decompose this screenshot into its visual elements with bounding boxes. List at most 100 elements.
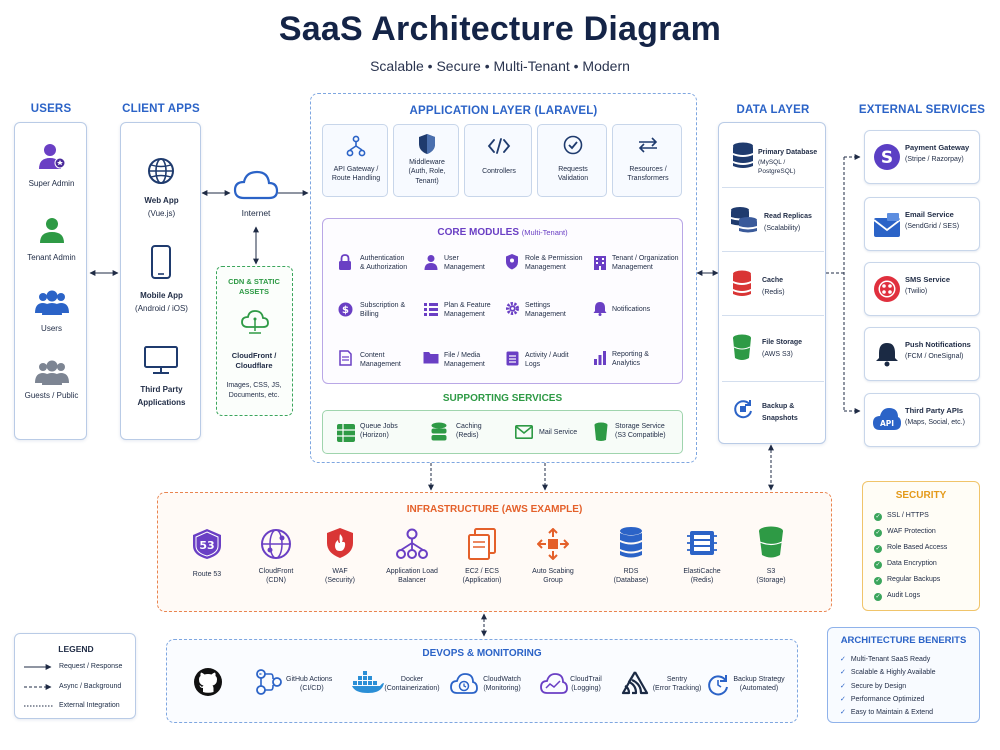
dollar-icon: $: [338, 302, 353, 317]
middleware-l3: Tenant): [415, 177, 439, 185]
s3-icon: [759, 526, 783, 558]
middleware-l2: (Auth, Role,: [408, 168, 446, 176]
file-storage-l2: (AWS S3): [762, 351, 793, 358]
security-item-audit-label: Audit Logs: [887, 592, 921, 599]
devops-cloudtrail-l2: (Logging): [571, 685, 601, 693]
push-notifications-l2: (FCM / OneSignal): [905, 353, 964, 360]
checkmark-icon: ✓: [840, 696, 846, 703]
security-item-audit: ✓Audit Logs: [874, 592, 920, 601]
users-icon: [35, 290, 69, 315]
backup-refresh-icon: [734, 400, 752, 419]
module-content-l2: Management: [360, 361, 401, 369]
benefit-item-5: ✓Easy to Maintain & Extend: [840, 708, 933, 716]
middleware-l1: Middleware: [409, 159, 445, 166]
super-admin-icon: [39, 144, 66, 169]
check-icon: ✓: [874, 577, 882, 585]
controllers-card: Controllers: [464, 124, 532, 197]
file-storage-l1: File Storage: [762, 339, 803, 346]
third-party-sub: Applications: [137, 398, 186, 407]
sms-service-l2: (Twilio): [905, 288, 928, 295]
user-super-admin: Super Admin: [28, 179, 75, 188]
read-replicas-l1: Read Replicas: [764, 213, 812, 220]
cdn-name-2: Cloudflare: [235, 361, 273, 371]
read-replicas-l2: (Scalability): [764, 225, 801, 232]
legend-panel: LEGEND Request / Response Async / Backgr…: [14, 633, 136, 719]
benefit-item-2-label: Scalable & Highly Available: [850, 669, 936, 676]
bucket-icon: [594, 422, 608, 441]
folder-icon: [423, 352, 439, 364]
push-bell-icon: [876, 343, 898, 367]
infra-cloudfront-l1: CloudFront: [258, 568, 294, 575]
third-party-apis-card: API Third Party APIs (Maps, Social, etc.…: [864, 393, 980, 447]
mobile-app-label: Mobile App: [140, 291, 183, 300]
module-user-l2: Management: [444, 264, 485, 272]
legend-line-samples: [24, 664, 53, 707]
sentry-icon: [621, 671, 649, 695]
svg-text:$: $: [342, 305, 349, 316]
module-file-l2: Management: [444, 361, 485, 369]
redis-cache-icon: [733, 270, 751, 296]
infra-elasticache-l2: (Redis): [690, 577, 714, 585]
waf-icon: [327, 528, 353, 558]
support-storage-l1: Storage Service: [615, 423, 665, 430]
cdn-cloud-icon: [241, 310, 269, 334]
sms-service-l1: SMS Service: [905, 275, 951, 284]
infra-s3-l1: S3: [766, 568, 776, 575]
mobile-phone-icon: [151, 245, 171, 279]
guests-icon: [35, 360, 69, 385]
sms-service-card: SMS Service (Twilio): [864, 262, 980, 316]
data-layer-heading: DATA LAYER: [736, 104, 810, 116]
cache-l2: (Redis): [762, 289, 785, 296]
user-icon: [424, 255, 438, 270]
payment-gateway-l2: (Stripe / Razorpay): [905, 156, 964, 163]
page-title: SaaS Architecture Diagram: [278, 10, 722, 48]
benefit-item-1-label: Multi-Tenant SaaS Ready: [850, 656, 931, 663]
svg-text:S: S: [881, 148, 893, 168]
mail-icon: [515, 425, 533, 439]
check-icon: ✓: [874, 545, 882, 553]
benefit-item-3-label: Secure by Design: [850, 683, 907, 690]
requests-validation-card: Requests Validation: [537, 124, 607, 197]
security-item-waf-label: WAF Protection: [887, 528, 936, 535]
push-notifications-card: Push Notifications (FCM / OneSignal): [864, 327, 980, 381]
core-modules-panel: [322, 218, 683, 384]
infra-route53-l1: Route 53: [192, 571, 222, 578]
devops-github-actions-l2: (CI/CD): [300, 685, 324, 693]
email-service-l2: (SendGrid / SES): [905, 223, 960, 230]
devops-heading: DEVOPS & MONITORING: [422, 648, 542, 659]
devops-cloudwatch-l2: (Monitoring): [483, 685, 521, 693]
module-activity-l2: Logs: [525, 361, 541, 369]
middleware-card: Middleware (Auth, Role, Tenant): [393, 124, 459, 197]
cdn-name-1: CloudFront /: [231, 351, 277, 360]
cache-card: Cache (Redis): [722, 254, 824, 316]
infra-asg-l1: Auto Scabing: [532, 568, 574, 575]
document-icon: [339, 350, 352, 366]
replica-database-icon: [731, 207, 757, 233]
devops-github-actions-l1: GitHub Actions: [286, 676, 333, 683]
requests-l2: Validation: [557, 175, 589, 183]
user-guests: Guests / Public: [24, 391, 79, 400]
clipboard-icon: [506, 351, 519, 366]
twilio-icon: [874, 276, 900, 302]
third-party-apis-l1: Third Party APIs: [905, 406, 964, 415]
module-subscription-l1: Subscription &: [360, 302, 406, 309]
module-settings-l2: Management: [525, 311, 566, 319]
module-plan-l2: Management: [444, 311, 485, 319]
api-gateway-l1: API Gateway /: [333, 166, 379, 173]
security-item-encryption: ✓Data Encryption: [874, 560, 937, 569]
swap-arrows-icon: [638, 137, 658, 153]
infra-waf-l1: WAF: [332, 568, 348, 575]
module-file-l1: File / Media: [444, 352, 481, 359]
infra-alb-l1: Application Load: [386, 568, 438, 575]
api-gateway-icon: [346, 135, 366, 157]
backup-l2: Snapshots: [762, 415, 798, 422]
security-item-backups: ✓Regular Backups: [874, 576, 940, 585]
supporting-services-panel: Queue Jobs(Horizon) Caching(Redis) Mail …: [322, 410, 683, 454]
security-item-rbac-label: Role Based Access: [887, 544, 948, 551]
devops-cloudwatch-l1: CloudWatch: [483, 676, 521, 683]
cdn-heading-2: ASSETS: [238, 287, 269, 297]
resources-l1: Resources /: [629, 166, 667, 173]
core-modules-heading: CORE MODULES (Multi-Tenant): [322, 227, 683, 238]
benefit-item-4-label: Performance Optimized: [850, 696, 925, 703]
